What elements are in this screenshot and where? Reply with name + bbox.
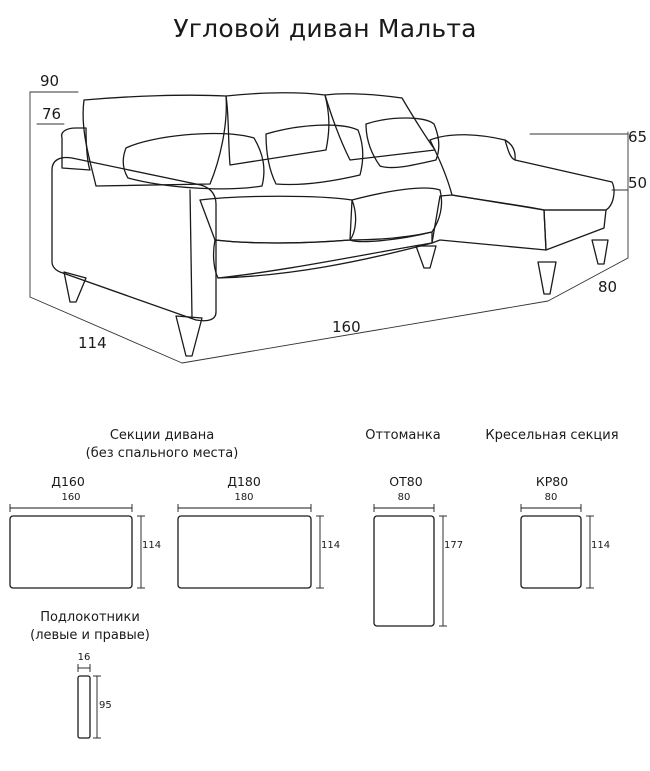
page-title: Угловой диван Мальта	[173, 14, 477, 43]
d180-depth-label: 114	[321, 540, 341, 551]
d180-width-label: 180	[234, 492, 254, 503]
d160-width-label: 160	[61, 492, 81, 503]
depth-label: 114	[78, 334, 107, 352]
ottoman-height-label: 65	[628, 128, 648, 146]
dimension-lines	[29, 91, 629, 364]
module-d180	[177, 504, 324, 589]
height-total-label: 90	[40, 72, 60, 90]
ottoman-title: Оттоманка	[365, 428, 441, 443]
ottoman-seat-label: 50	[628, 174, 648, 192]
ot80-width-label: 80	[397, 492, 411, 503]
chair-title: Кресельная секция	[485, 428, 619, 443]
ottoman-depth-label: 80	[598, 278, 618, 296]
armrests-title: Подлокотники	[40, 610, 140, 625]
kr80-width-label: 80	[544, 492, 558, 503]
kr80-depth-label: 114	[591, 540, 611, 551]
sections-title: Секции дивана	[109, 428, 215, 443]
module-armrest	[77, 664, 101, 739]
module-ot80	[373, 504, 447, 627]
module-ot80-code: ОТ80	[389, 474, 423, 489]
module-d180-code: Д180	[227, 474, 261, 489]
module-d160-code: Д160	[51, 474, 85, 489]
module-kr80	[520, 504, 594, 589]
armrests-subtitle: (левые и правые)	[30, 628, 150, 643]
sections-subtitle: (без спального места)	[85, 446, 239, 461]
d160-depth-label: 114	[142, 540, 162, 551]
armrest-width-label: 16	[77, 652, 91, 663]
pillow-group	[122, 117, 440, 190]
ot80-depth-label: 177	[444, 540, 464, 551]
height-back-label: 76	[42, 105, 62, 123]
module-kr80-code: КР80	[535, 474, 569, 489]
armrest-depth-label: 95	[99, 700, 112, 711]
length-label: 160	[332, 318, 361, 336]
module-d160	[9, 504, 145, 589]
